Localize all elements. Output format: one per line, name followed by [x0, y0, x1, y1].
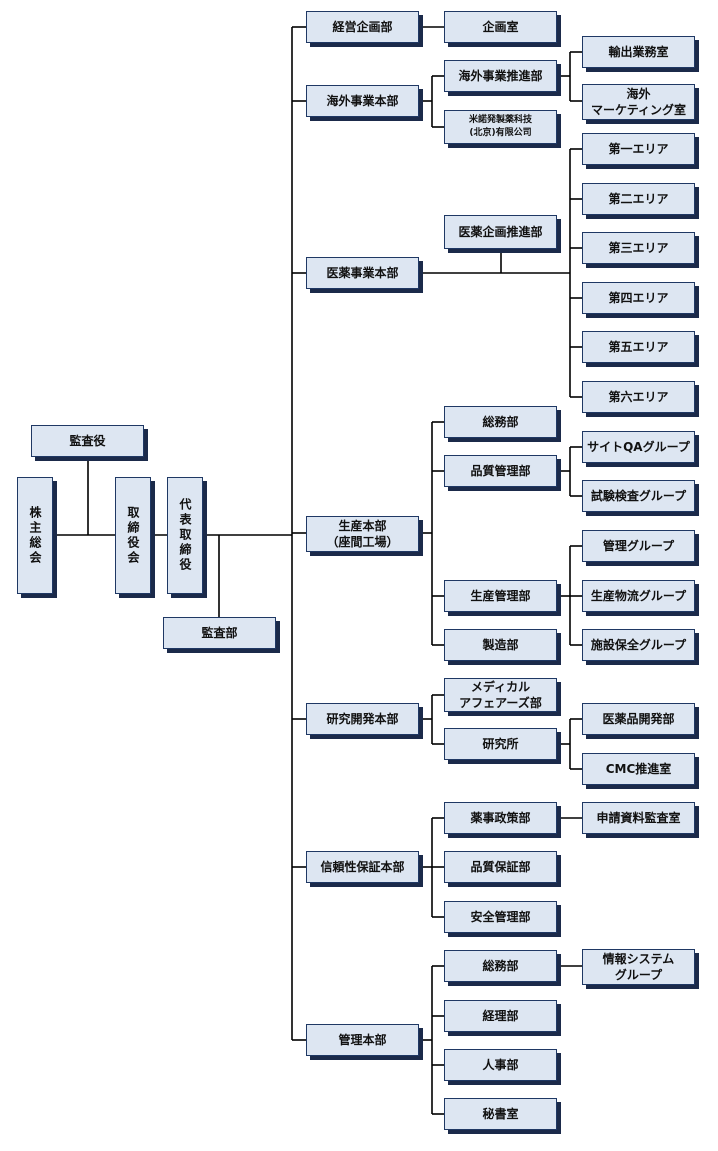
hosho-box: 品質保証部: [444, 851, 557, 883]
seizo-box: 製造部: [444, 629, 557, 661]
it-group-box: 情報システム グループ: [582, 949, 695, 985]
area-6-box: 第六エリア: [582, 381, 695, 413]
drug-dev-box: 医薬品開発部: [582, 703, 695, 735]
seisan-soumu-box: 総務部: [444, 406, 557, 438]
division-keiei-kikaku: 経営企画部: [306, 11, 419, 43]
medical-affairs-box: メディカル アフェアーズ部: [444, 678, 557, 712]
division-kenkyu: 研究開発本部: [306, 703, 419, 735]
export-room-box: 輸出業務室: [582, 36, 695, 68]
auditor-box: 監査役: [31, 425, 144, 457]
jinji-box: 人事部: [444, 1049, 557, 1081]
cmc-room-box: CMC推進室: [582, 753, 695, 785]
division-shinrai: 信頼性保証本部: [306, 851, 419, 883]
hinshitsu-kanri-box: 品質管理部: [444, 455, 557, 487]
hisho-box: 秘書室: [444, 1098, 557, 1130]
area-1-box: 第一エリア: [582, 133, 695, 165]
lab-box: 研究所: [444, 728, 557, 760]
anzen-box: 安全管理部: [444, 901, 557, 933]
kikaku-room-box: 企画室: [444, 11, 557, 43]
management-group-box: 管理グループ: [582, 530, 695, 562]
division-kaigai: 海外事業本部: [306, 85, 419, 117]
area-4-box: 第四エリア: [582, 282, 695, 314]
kaigai-promo-box: 海外事業推進部: [444, 60, 557, 92]
china-subsidiary-box: 米諾発製薬科技 (北京)有限公司: [444, 110, 557, 144]
testing-group-box: 試験検査グループ: [582, 480, 695, 512]
iyaku-promo-box: 医薬企画推進部: [444, 215, 557, 249]
division-seisan: 生産本部 （座間工場）: [306, 516, 419, 552]
kanri-soumu-box: 総務部: [444, 950, 557, 982]
site-qa-group-box: サイトQAグループ: [582, 431, 695, 463]
board-box: 取締役会: [115, 477, 151, 594]
facility-group-box: 施設保全グループ: [582, 629, 695, 661]
area-3-box: 第三エリア: [582, 232, 695, 264]
division-kanri: 管理本部: [306, 1024, 419, 1056]
area-5-box: 第五エリア: [582, 331, 695, 363]
logistics-group-box: 生産物流グループ: [582, 580, 695, 612]
division-iyaku: 医薬事業本部: [306, 257, 419, 289]
seisan-kanri-box: 生産管理部: [444, 580, 557, 612]
area-2-box: 第二エリア: [582, 183, 695, 215]
yakuji-box: 薬事政策部: [444, 802, 557, 834]
ceo-box: 代表取締役: [167, 477, 203, 594]
shareholders-box: 株主総会: [17, 477, 53, 594]
keiri-box: 経理部: [444, 1000, 557, 1032]
overseas-marketing-box: 海外 マーケティング室: [582, 84, 695, 120]
audit-room-box: 申請資料監査室: [582, 802, 695, 834]
audit-dept-box: 監査部: [163, 617, 276, 649]
